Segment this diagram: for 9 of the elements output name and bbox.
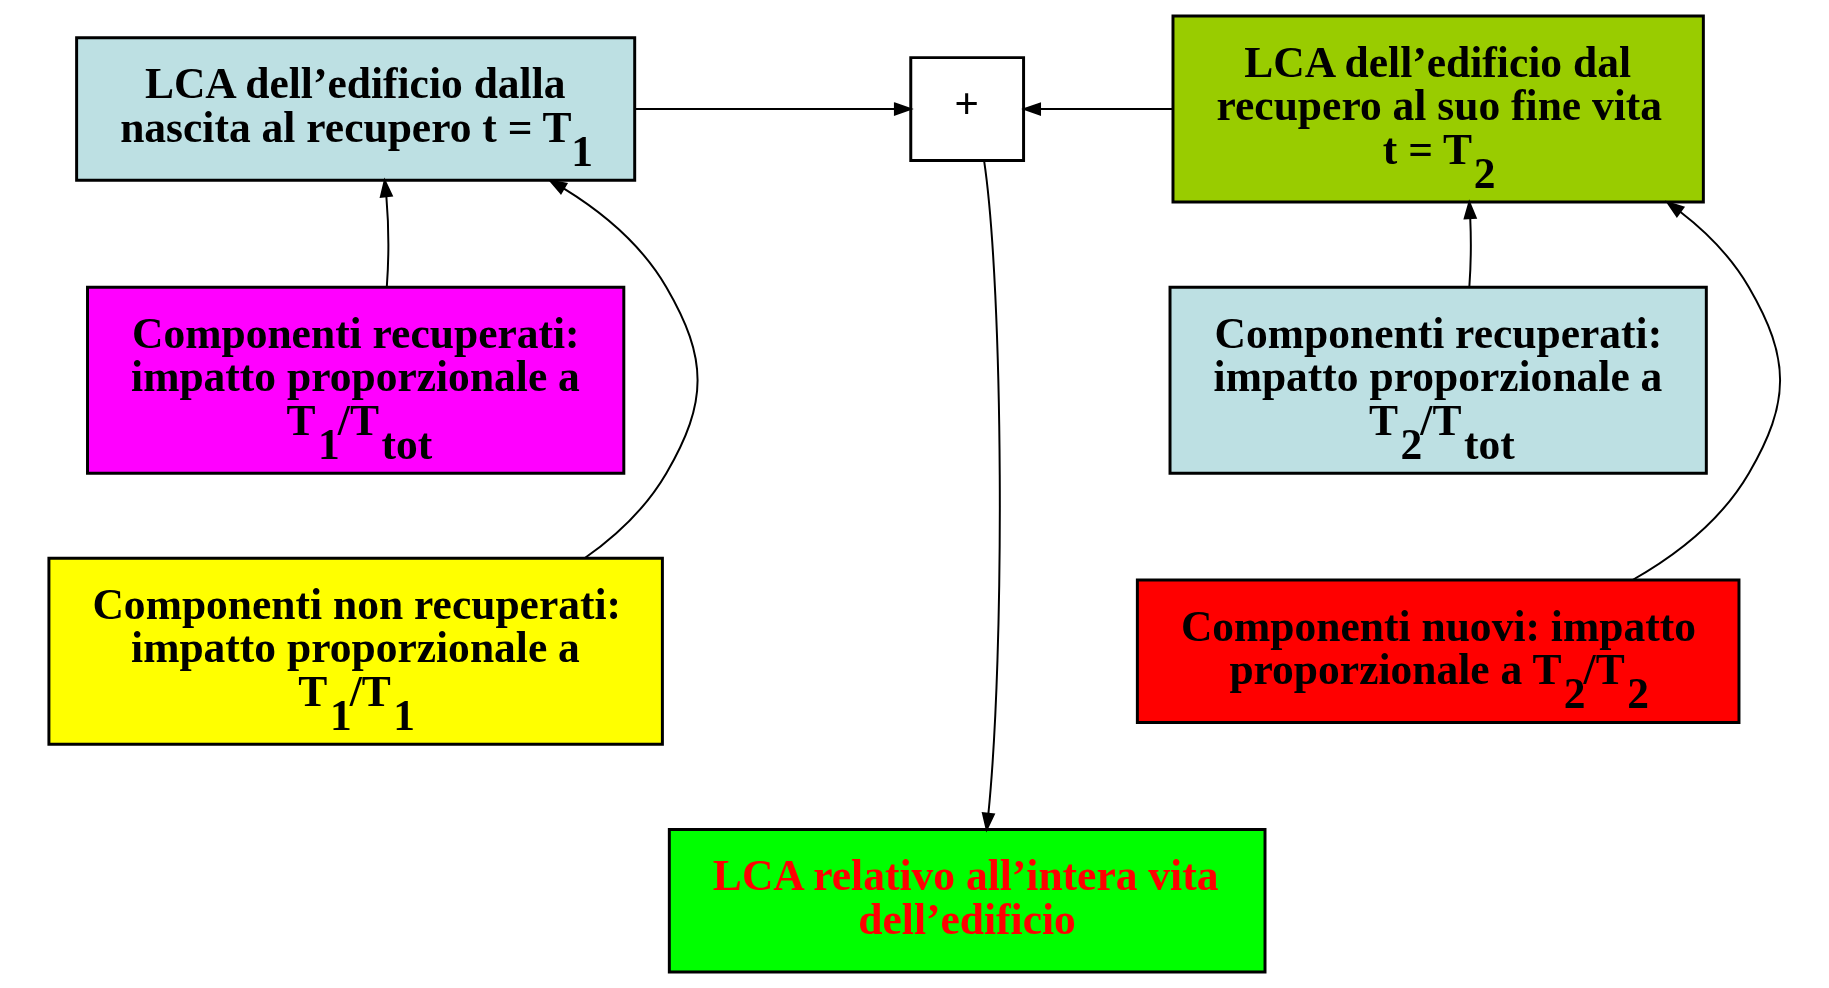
- arrow: [547, 178, 699, 560]
- arrow: [1631, 200, 1782, 581]
- arrow: [981, 159, 1001, 833]
- arrow: [379, 177, 394, 288]
- arrow: [1463, 199, 1478, 288]
- node-box: +: [909, 56, 1026, 163]
- node-box: LCA relativo all’intera vita dell’edificio: [667, 827, 1267, 974]
- arrow: [634, 102, 914, 117]
- arrow: [1021, 102, 1174, 117]
